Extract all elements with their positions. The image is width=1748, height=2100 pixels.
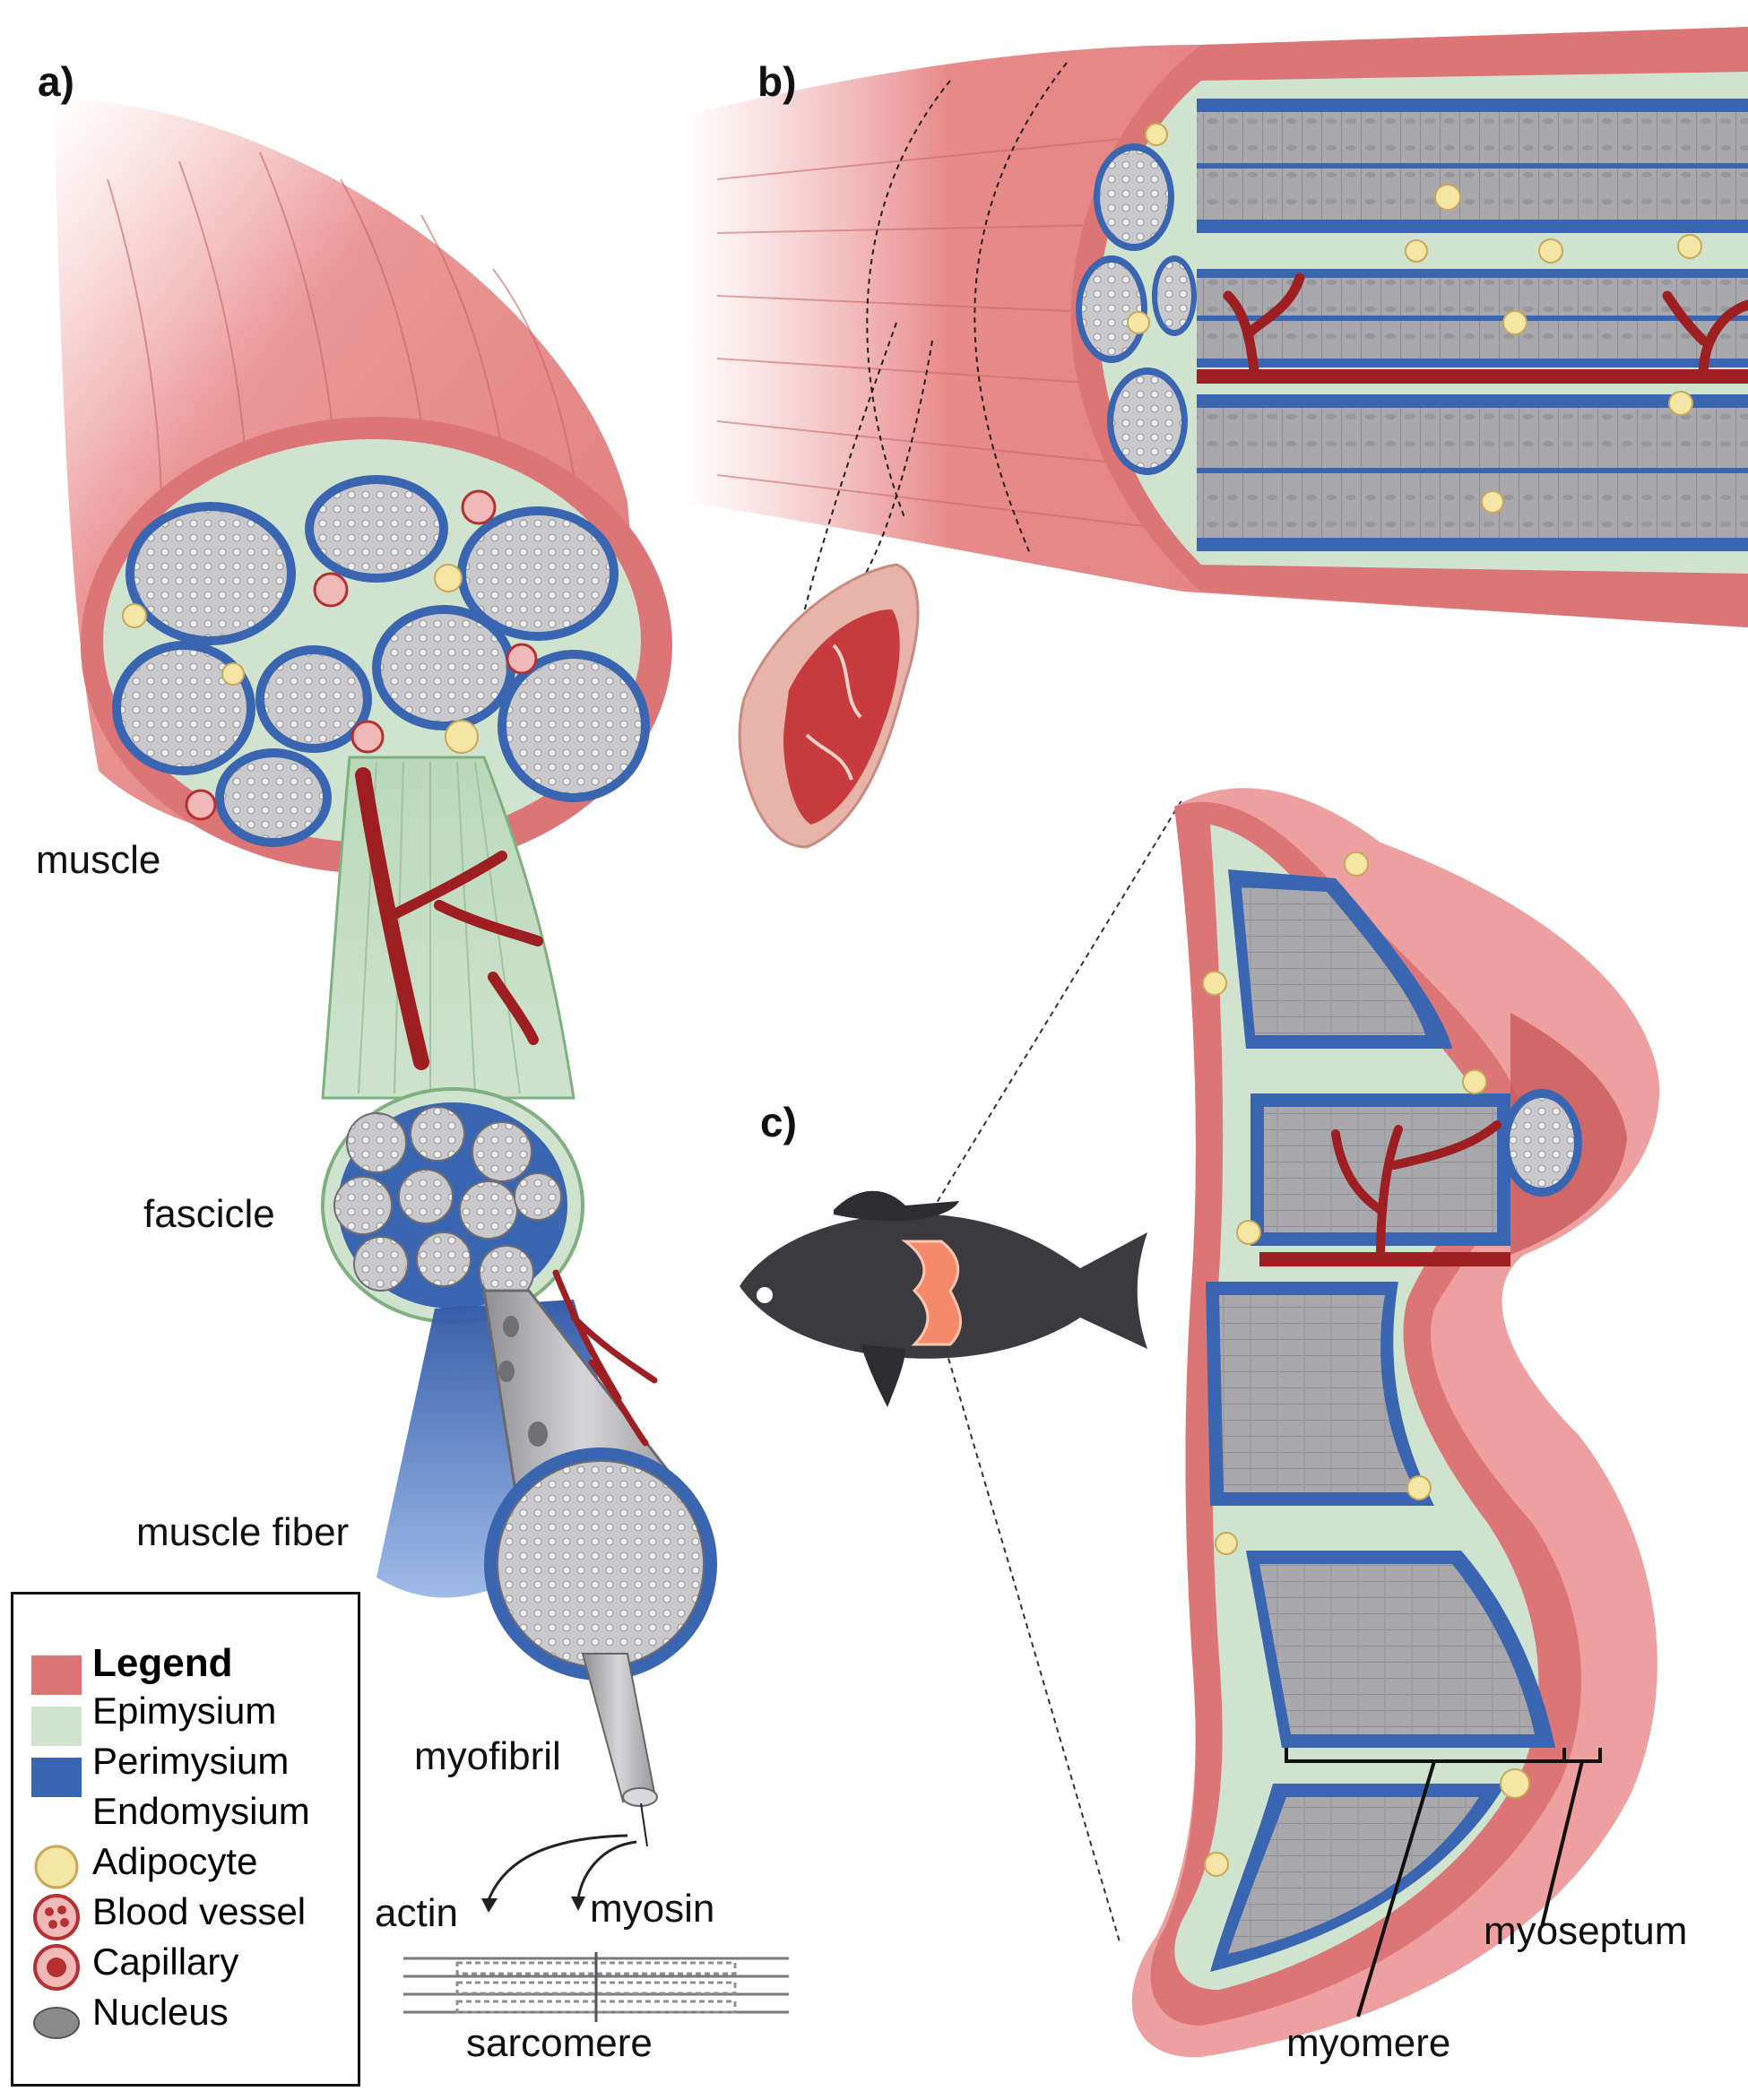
legend-item-perimysium: Perimysium [92, 1740, 290, 1782]
adipocytes-c [1202, 851, 1530, 1877]
legend-item-epimysium: Epimysium [92, 1690, 277, 1732]
panel-label-b: b) [757, 58, 797, 105]
legend-item-adipocyte: Adipocyte [92, 1840, 258, 1882]
myosin-arrow [576, 1840, 637, 1899]
adipocytes-a [122, 564, 479, 754]
legend-item-blood-vessel: Blood vessel [92, 1890, 307, 1932]
blood-vessel-fascicle [355, 767, 429, 1070]
blood-vessel-icon [33, 1894, 80, 1940]
sarcomere-diagram [403, 1952, 789, 2022]
fascicle-cross-sections [112, 475, 650, 847]
myofibril [581, 1653, 656, 1803]
nuclei-on-fiber [498, 1316, 548, 1447]
label-actin: actin [375, 1891, 458, 1935]
panel-a-muscle [54, 99, 789, 2022]
label-myoseptum: myoseptum [1484, 1909, 1688, 1953]
label-myomere: myomere [1286, 2021, 1451, 2065]
legend-title: Legend [92, 1641, 233, 1685]
cut-lines [788, 62, 1068, 682]
measurement-brackets [1285, 1748, 1602, 2018]
legend-item-nucleus: Nucleus [92, 1991, 229, 2033]
label-sarcomere: sarcomere [466, 2021, 653, 2065]
label-myofibril: myofibril [414, 1734, 561, 1778]
nucleus-icon [33, 2007, 80, 2039]
fish-icon [740, 1190, 1147, 1407]
actin-arrow [487, 1834, 628, 1901]
meat-steak-icon [738, 563, 920, 849]
adipocytes-b [1127, 123, 1702, 514]
adipocyte-icon [34, 1845, 79, 1889]
epimysium-swatch [31, 1655, 82, 1695]
legend-item-endomysium: Endomysium [92, 1790, 310, 1832]
perimysium-swatch [31, 1707, 82, 1746]
legend-item-capillary: Capillary [92, 1940, 239, 1983]
capillary-icon [33, 1944, 80, 1991]
endomysium-swatch [31, 1758, 82, 1797]
legend: Legend Epimysium Perimysium Endomysium A… [11, 1592, 360, 2087]
panel-label-a: a) [38, 58, 74, 105]
fascicle-ends-b [1076, 143, 1197, 475]
panel-label-c: c) [760, 1099, 797, 1145]
label-muscle-fiber: muscle fiber [136, 1510, 350, 1554]
capillaries-on-fiber [552, 1269, 658, 1447]
label-fascicle: fascicle [143, 1192, 275, 1236]
blood-vessels-a [185, 489, 538, 821]
muscle-fibers-in-fascicle [333, 1106, 562, 1301]
fish-fillet [901, 1240, 963, 1346]
zoom-lines [931, 797, 1184, 1946]
fascicle-bands-b [1197, 99, 1748, 551]
longitudinal-striations [716, 134, 1166, 530]
fascicle-blocks-c [1206, 869, 1555, 1972]
label-muscle: muscle [36, 838, 161, 882]
fascicle-ends-c [1501, 1089, 1582, 1197]
label-myosin: myosin [590, 1887, 715, 1931]
panel-b-meat-muscle [681, 27, 1748, 849]
panel-c-fish-muscle [740, 788, 1660, 2058]
